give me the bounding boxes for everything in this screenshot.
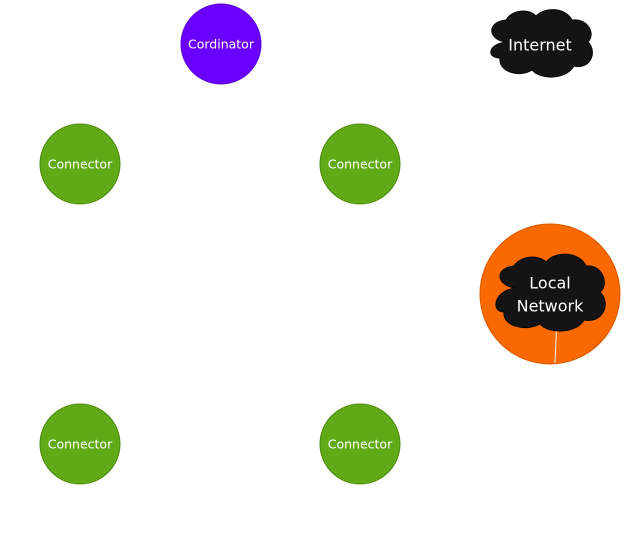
connector-node-bottom-right[interactable]: Connector: [319, 403, 401, 485]
connector-circle: [319, 123, 401, 205]
internet-cloud-shape: [490, 9, 593, 78]
coordinator-node[interactable]: Cordinator: [180, 3, 262, 85]
local-network-node[interactable]: Local Network: [479, 223, 621, 365]
connector-circle: [39, 403, 121, 485]
connector-node-top-right[interactable]: Connector: [319, 123, 401, 205]
connector-label: Connector: [328, 157, 393, 172]
internet-label: Internet: [508, 36, 572, 55]
connector-label: Connector: [48, 157, 113, 172]
local-network-label-line1: Local: [529, 274, 570, 293]
coordinator-circle: [180, 3, 262, 85]
local-network-cloud-shape: [495, 253, 606, 332]
coordinator-label: Cordinator: [188, 37, 255, 52]
connector-node-bottom-left[interactable]: Connector: [39, 403, 121, 485]
local-network-label-line2: Network: [517, 297, 585, 316]
internet-node[interactable]: Internet: [490, 9, 593, 78]
connector-node-top-left[interactable]: Connector: [39, 123, 121, 205]
connector-circle: [319, 403, 401, 485]
connector-circle: [39, 123, 121, 205]
connector-label: Connector: [328, 437, 393, 452]
connector-label: Connector: [48, 437, 113, 452]
